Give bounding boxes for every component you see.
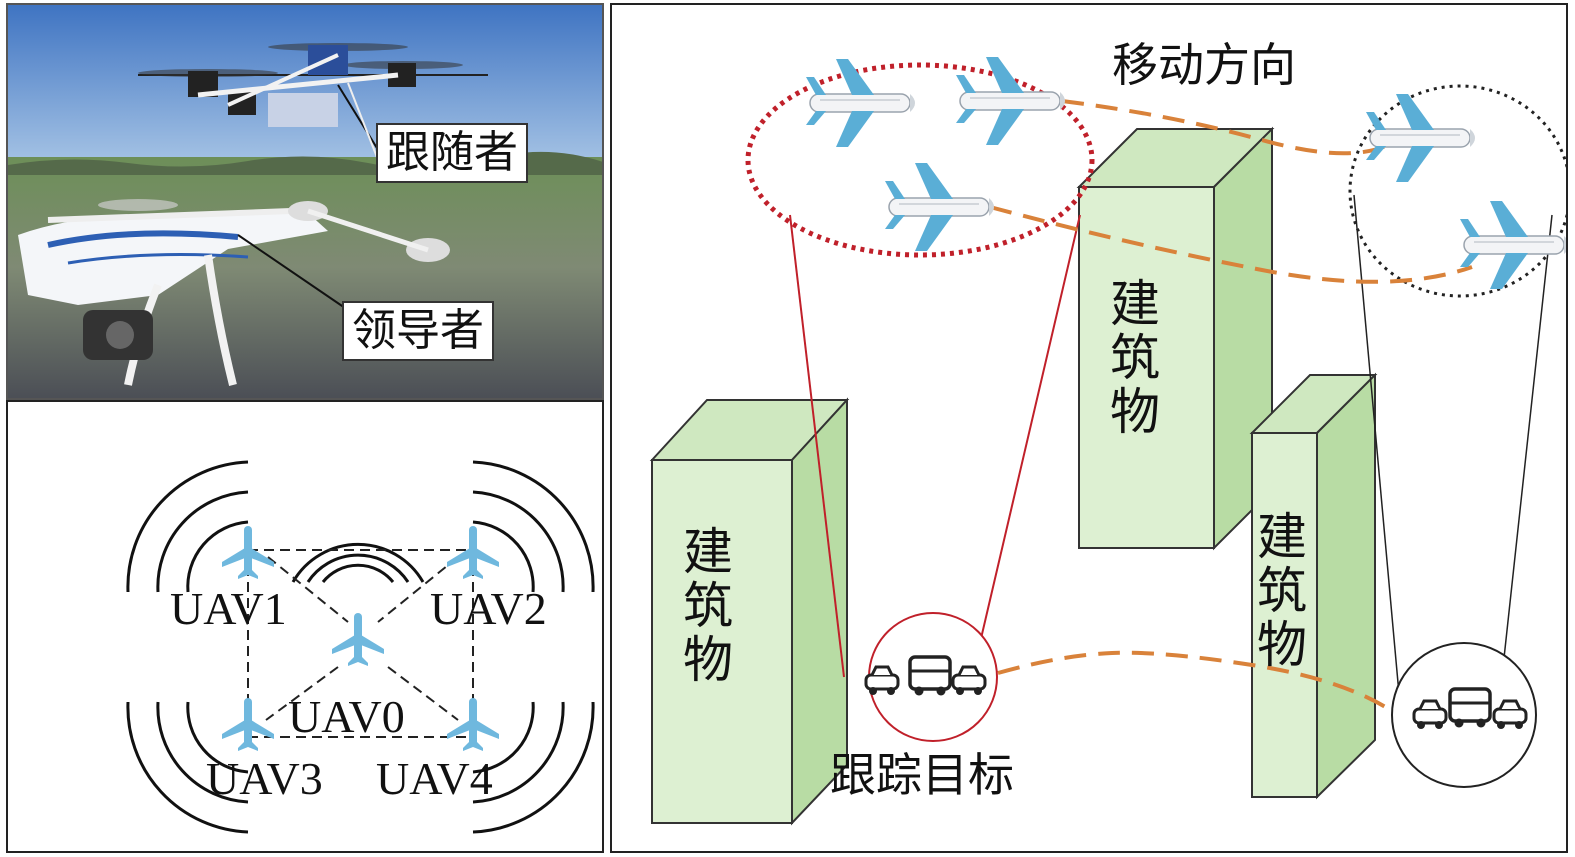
building-2-label: 建筑物 [1102,277,1160,439]
follower-drone-icon [138,43,488,127]
airplane-icon [1365,93,1476,183]
tracking-scene-panel: 移动方向 跟踪目标 建筑物 建筑物 建筑物 [610,3,1568,853]
formation-diagram-panel: UAV1 UAV2 UAV0 UAV3 UAV4 [6,400,604,853]
leader-drone-icon [18,199,450,386]
airplane-icon [1459,200,1566,290]
drone-photo-panel: 跟随者 领导者 [6,3,604,400]
uav2-label: UAV2 [430,583,547,634]
uav3-label: UAV3 [206,753,323,804]
follower-group-ellipse [1348,84,1566,298]
drone-photo [8,5,602,398]
uav0-label: UAV0 [288,691,405,742]
building-1-label: 建筑物 [675,525,733,687]
uav4-label: UAV4 [376,753,493,804]
signal-arc-icon [126,460,595,834]
airplane-icon [884,162,995,252]
leader-group-ellipse [745,62,1095,258]
truck-icon [1448,687,1492,730]
uav2-icon [447,526,499,579]
building-3 [1249,372,1378,800]
trajectory-lines [989,99,1473,713]
uav0-icon [332,613,384,666]
tracking-scene [649,56,1566,826]
truck-icon [908,655,952,698]
movement-direction-label: 移动方向 [1112,38,1296,92]
uav4-icon [447,698,499,751]
tracking-target-label: 跟踪目标 [830,748,1014,802]
leader-label: 领导者 [342,301,494,361]
building-3-label: 建筑物 [1249,510,1307,672]
formation-diagram [126,460,595,834]
uav1-icon [222,526,274,579]
uav3-icon [222,698,274,751]
airplane-icon [805,58,916,148]
follower-label: 跟随者 [376,123,528,183]
building-1 [649,397,850,826]
uav1-label: UAV1 [170,583,287,634]
